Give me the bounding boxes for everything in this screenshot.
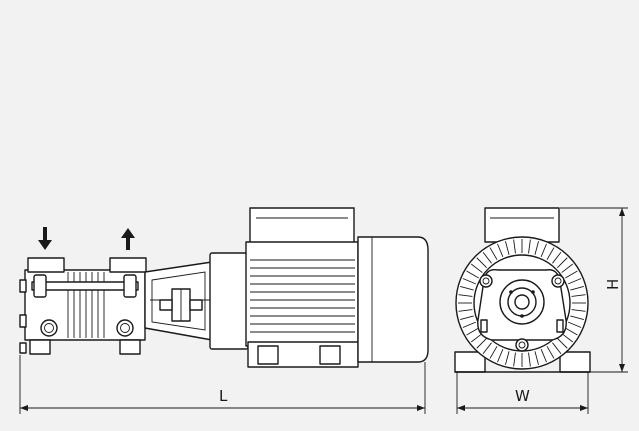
fin-line (557, 338, 568, 349)
fin-line (470, 263, 483, 273)
fin-line (460, 286, 474, 291)
fin-line (528, 239, 531, 254)
fin-line (557, 257, 568, 268)
fin-line (505, 351, 510, 365)
fin-line (570, 315, 584, 320)
fin-line (568, 278, 582, 285)
coupling-housing (144, 261, 213, 341)
fin-line (489, 247, 498, 260)
fin-line (546, 346, 555, 359)
fin-line (482, 342, 492, 355)
fin-line (571, 309, 586, 312)
fin-line (466, 270, 479, 279)
fin-line (476, 257, 487, 268)
fin-line (497, 349, 504, 363)
fin-line (565, 270, 578, 279)
fin-line (568, 321, 582, 328)
fin-line (513, 239, 516, 254)
fin-line (462, 278, 476, 285)
inlet-arrow-icon (38, 227, 52, 250)
fin-line (513, 352, 516, 367)
side-view (19, 207, 429, 368)
fin-line (570, 286, 584, 291)
fin-line (571, 294, 586, 297)
pump-head (19, 257, 147, 355)
fin-line (482, 251, 492, 264)
fin-line (534, 351, 539, 365)
fin-line (505, 241, 510, 255)
dimension-lines (19, 207, 628, 414)
height-label: H (604, 279, 622, 290)
fin-line (497, 243, 504, 257)
fin-line (552, 342, 562, 355)
fin-line (565, 327, 578, 336)
fin-line (458, 309, 473, 312)
fin-line (540, 243, 547, 257)
fin-line (534, 241, 539, 255)
fin-line (476, 338, 487, 349)
fin-line (470, 333, 483, 343)
fin-line (489, 346, 498, 359)
fin-line (540, 349, 547, 363)
fin-line (528, 352, 531, 367)
fin-line (462, 321, 476, 328)
fin-line (552, 251, 562, 264)
motor (209, 207, 429, 368)
cooling-fins (458, 239, 586, 367)
fin-line (466, 327, 479, 336)
fin-line (458, 294, 473, 297)
fin-line (561, 333, 574, 343)
fin-line (561, 263, 574, 273)
end-view (454, 207, 591, 373)
fin-line (460, 315, 474, 320)
fin-line (546, 247, 555, 260)
width-label: W (515, 387, 530, 405)
length-label: L (219, 387, 228, 405)
outlet-arrow-icon (121, 228, 135, 250)
